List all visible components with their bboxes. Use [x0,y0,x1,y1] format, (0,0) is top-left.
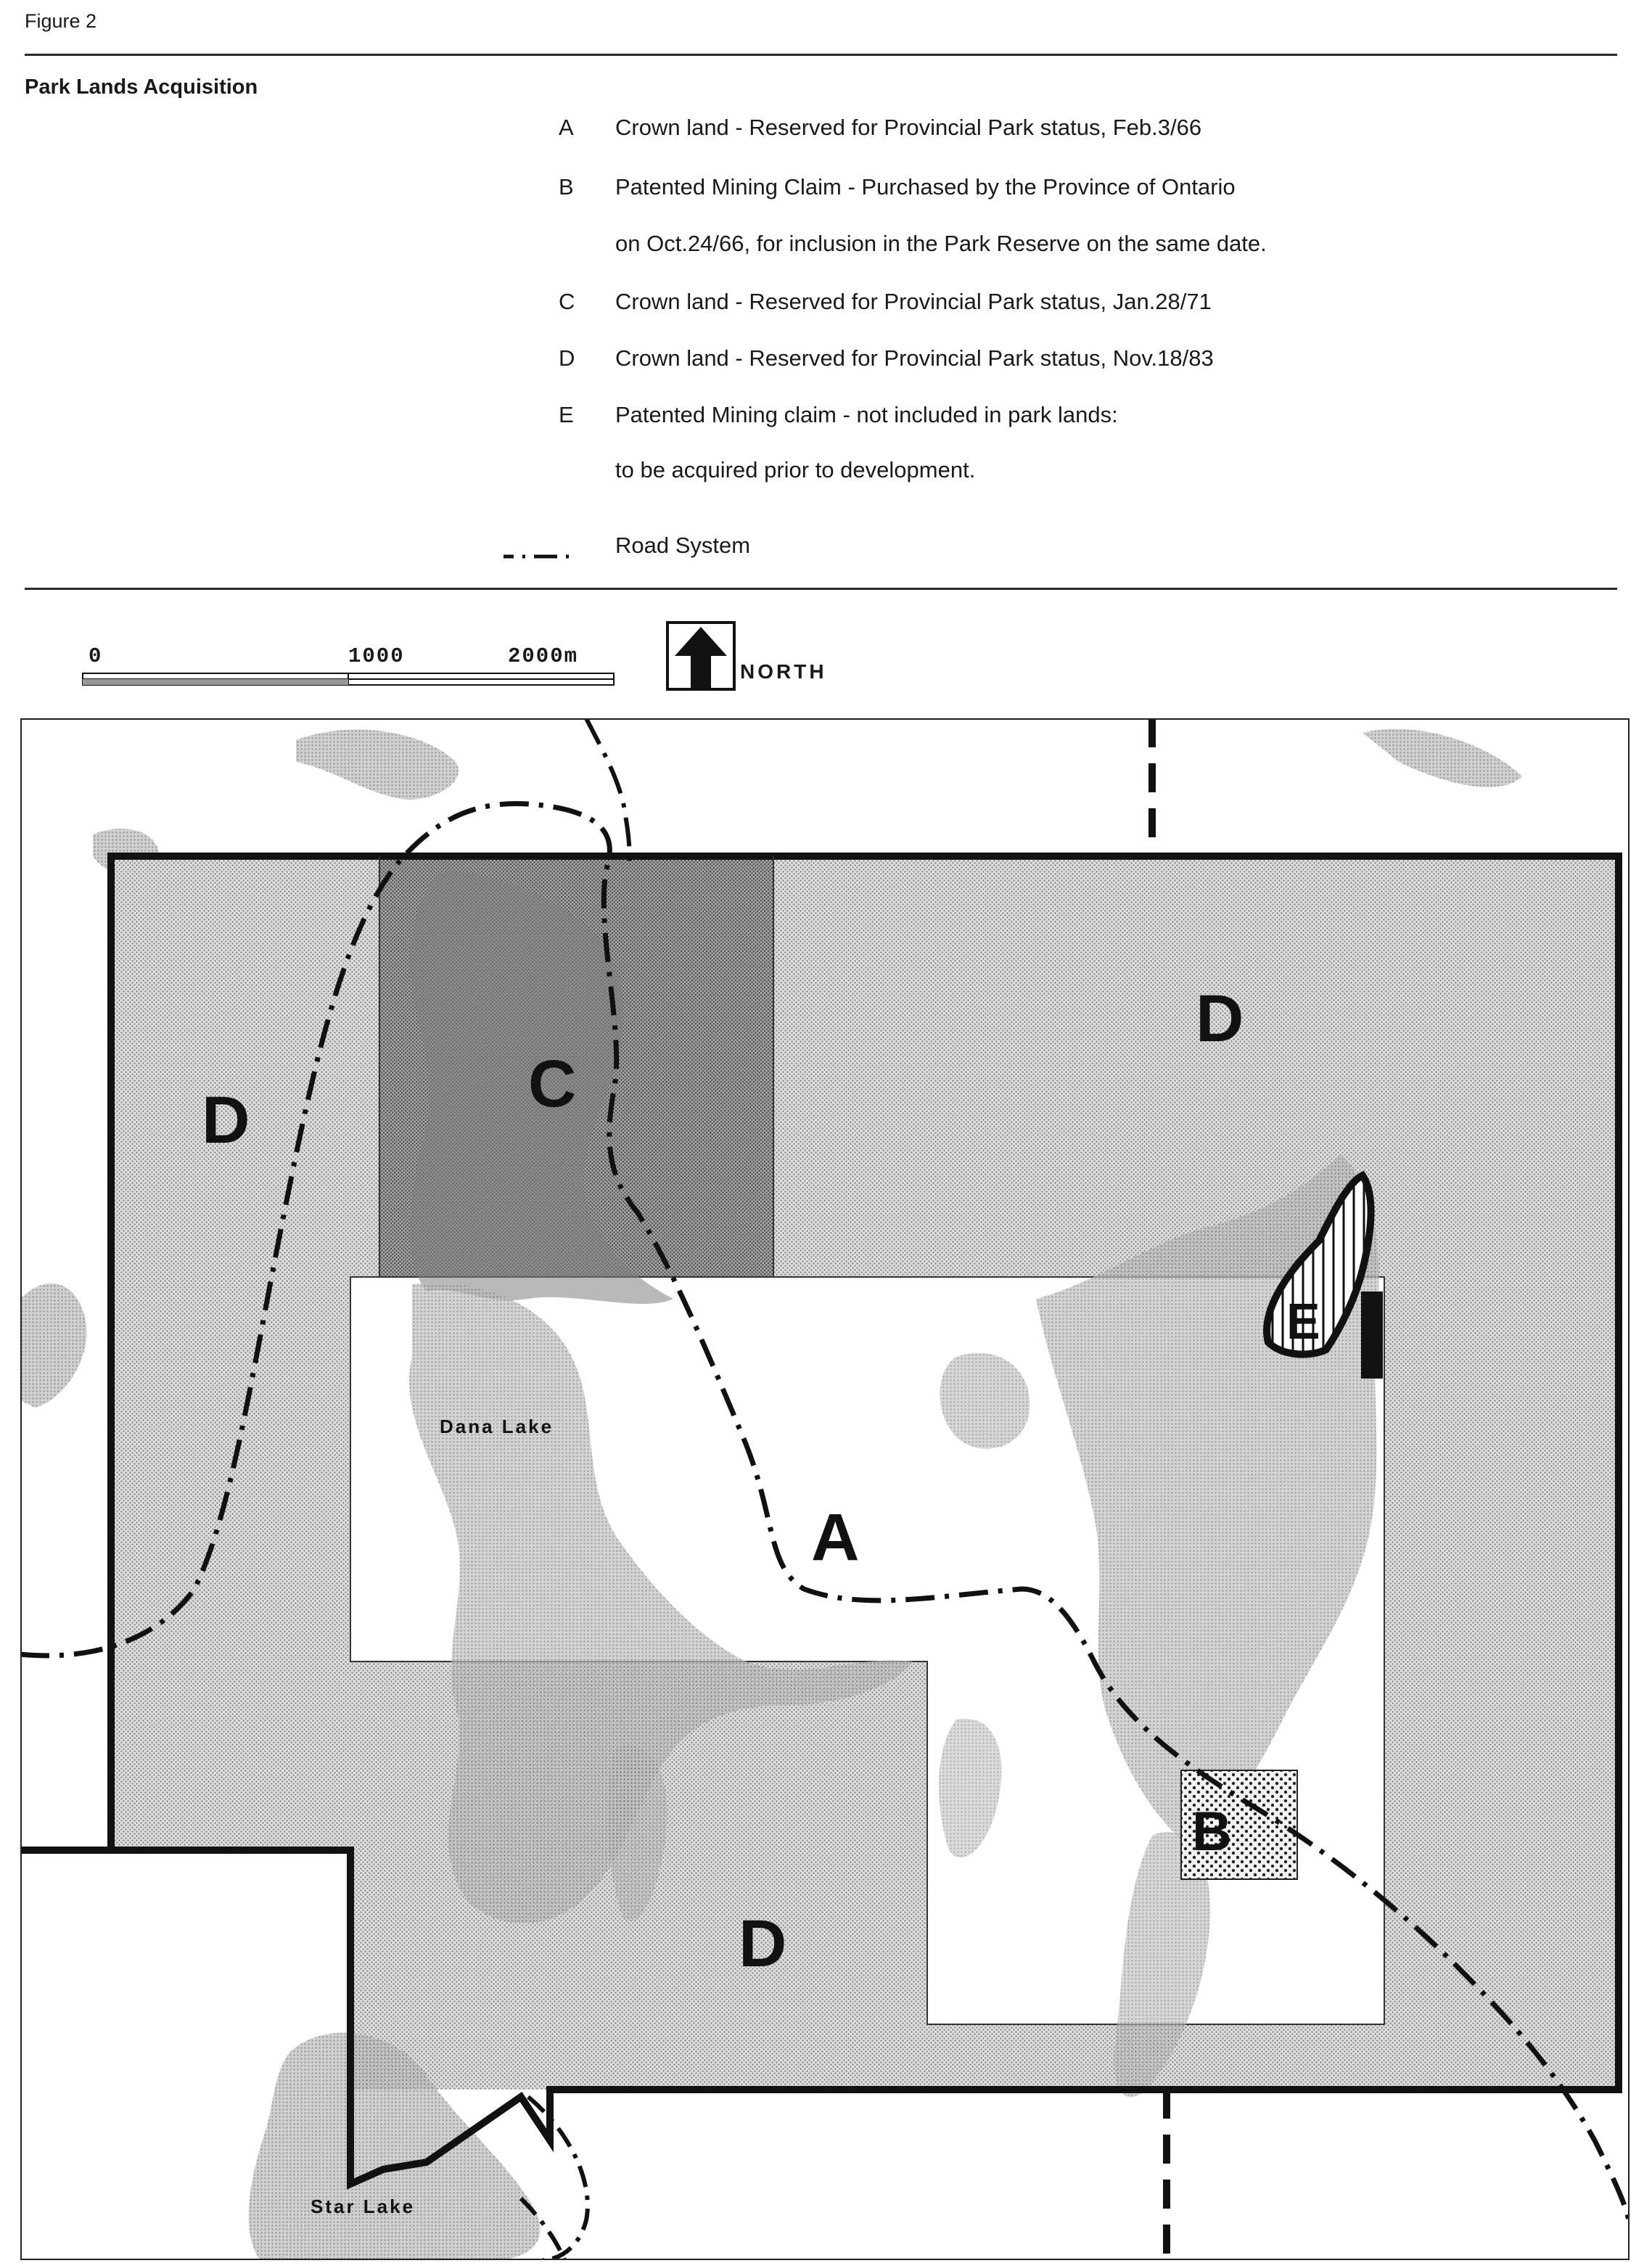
parcel-label-e: E [1286,1293,1320,1350]
legend-text-d: Crown land - Reserved for Provincial Par… [615,345,1214,371]
scale-label-0: 0 [89,644,103,668]
legend-key-c: C [559,289,575,314]
park-boundary [107,853,1622,2190]
park-map: D C D A E B D Dana Lake Star Lake [20,718,1630,2260]
lake-label-dana: Dana Lake [440,1416,554,1437]
parcel-label-d-south: D [739,1907,786,1981]
legend-text-c: Crown land - Reserved for Provincial Par… [615,289,1212,314]
parcel-label-b: B [1192,1801,1232,1862]
road-south [519,2095,590,2260]
parcel-label-d-west: D [202,1083,250,1157]
legend-key-a: A [559,115,574,140]
top-divider [25,54,1617,56]
lake-c-inner [408,871,673,1305]
north-label: NORTH [740,660,827,683]
road-main [20,801,1630,2228]
lake-label-star: Star Lake [311,2196,415,2217]
star-lake [248,2032,541,2260]
north-arrow-icon [666,621,736,691]
scale-label-2000: 2000m [508,644,579,668]
legend-text-e-continuation: to be acquired prior to development. [615,457,976,482]
parcel-label-c: C [528,1047,576,1121]
dana-lake [408,1283,913,1923]
legend-key-e: E [559,402,574,427]
figure-label: Figure 2 [25,10,97,32]
legend-text-b: Patented Mining Claim - Purchased by the… [615,174,1236,200]
road-north [584,718,632,864]
legend-text-a: Crown land - Reserved for Provincial Par… [615,115,1202,140]
road-system-swatch [504,554,569,559]
legend-text-e: Patented Mining claim - not included in … [615,402,1118,427]
legend-road-label: Road System [615,533,751,558]
parcel-label-a: A [811,1500,859,1574]
parcel-label-d-east: D [1196,982,1244,1056]
legend-key-b: B [559,174,574,200]
scale-bar-graphic [82,673,615,686]
parcel-b [1180,1770,1298,1880]
page-title: Park Lands Acquisition [25,75,258,99]
parcel-e [1263,1170,1375,1358]
outer-lake-north [296,729,459,800]
scale-label-1000: 1000 [348,644,405,668]
legend-key-d: D [559,345,575,371]
legend-text-b-continuation: on Oct.24/66, for inclusion in the Park … [615,231,1267,256]
map-frame [20,718,1630,2260]
legend-divider [25,588,1617,590]
